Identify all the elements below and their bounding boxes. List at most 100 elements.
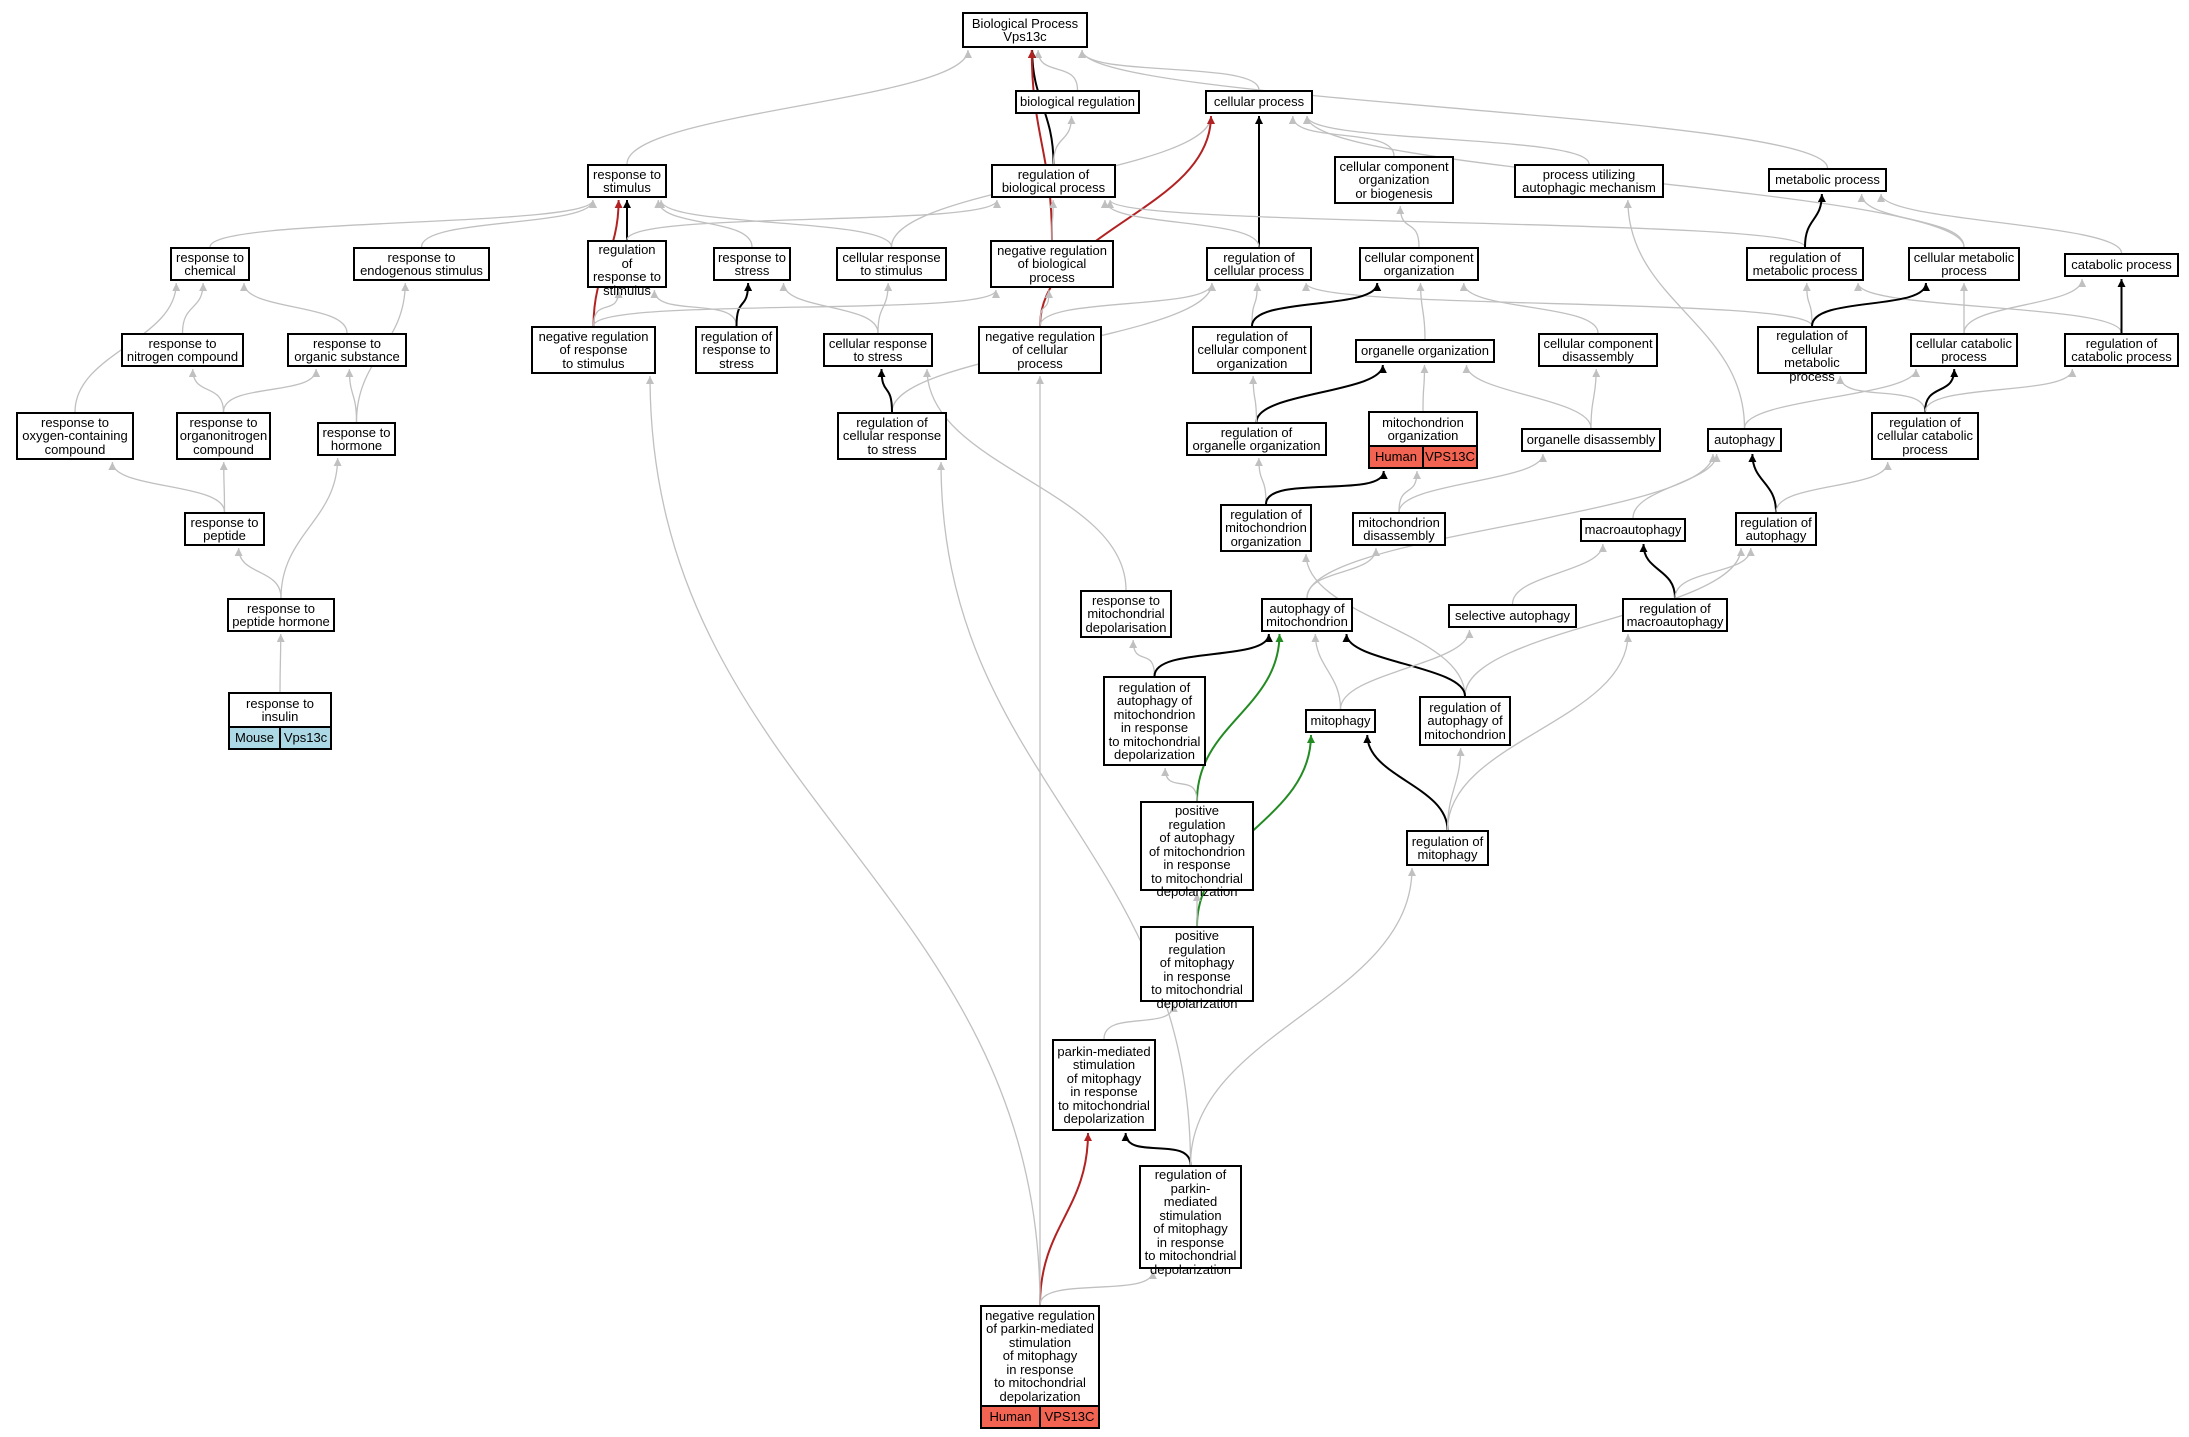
- node-regresp[interactable]: regulation of response to stimulus: [587, 240, 667, 297]
- node-regcellmetab[interactable]: regulation of cellular metabolic process: [1757, 326, 1867, 383]
- node-mitoph[interactable]: mitophagy: [1305, 709, 1376, 733]
- edge-mitoorg-to-orgorg: [1420, 364, 1429, 412]
- node-cco[interactable]: cellular component organization: [1359, 247, 1479, 281]
- edge-regautoph-to-autoph: [1748, 453, 1777, 513]
- edge-negregparkin-to-regparkin: [1039, 1270, 1157, 1306]
- node-ccob[interactable]: cellular component organization or bioge…: [1334, 156, 1454, 204]
- node-regautomitodep[interactable]: regulation of autophagy of mitochondrion…: [1103, 676, 1206, 766]
- node-regautomito[interactable]: regulation of autophagy of mitochondrion: [1419, 696, 1511, 746]
- node-resppep[interactable]: response to peptide: [184, 512, 265, 546]
- node-label: mitochondrion disassembly: [1358, 514, 1440, 543]
- node-respmitodep[interactable]: response to mitochondrial depolarisation: [1080, 590, 1172, 638]
- node-catab[interactable]: catabolic process: [2064, 253, 2179, 277]
- node-regbio[interactable]: regulation of biological process: [991, 164, 1116, 198]
- edge-metab-to-bp: [1078, 49, 1829, 169]
- node-orgdis[interactable]: organelle disassembly: [1521, 428, 1661, 452]
- node-label: cellular process: [1213, 94, 1305, 110]
- edge-negregbio-to-bp: [1027, 49, 1053, 241]
- node-label: regulation of organelle organization: [1192, 424, 1321, 453]
- node-regcellcatab[interactable]: regulation of cellular catabolic process: [1871, 412, 1979, 460]
- node-respoxy[interactable]: response to oxygen-containing compound: [16, 412, 134, 460]
- node-label: regulation of cellular process: [1213, 249, 1305, 278]
- node-respstress[interactable]: response to stress: [713, 247, 791, 281]
- node-cellrespstim[interactable]: cellular response to stimulus: [836, 247, 947, 281]
- node-cellproc[interactable]: cellular process: [1205, 90, 1313, 114]
- node-regcellstress[interactable]: regulation of cellular response to stres…: [837, 412, 947, 460]
- node-posregautomito[interactable]: positive regulation of autophagy of mito…: [1140, 801, 1254, 898]
- node-label: metabolic process: [1775, 172, 1880, 188]
- node-label: regulation of catabolic process: [2071, 335, 2172, 364]
- node-autoph[interactable]: autophagy: [1707, 428, 1782, 452]
- node-resphorm[interactable]: response to hormone: [317, 422, 396, 456]
- node-resporgnitro[interactable]: response to organonitrogen compound: [176, 412, 271, 460]
- node-selauto[interactable]: selective autophagy: [1448, 604, 1577, 628]
- node-respnitro[interactable]: response to nitrogen compound: [121, 333, 244, 367]
- node-label: negative regulation of parkin-mediated s…: [985, 1307, 1095, 1404]
- gene-label: Vps13c: [279, 728, 330, 748]
- node-label: response to mitochondrial depolarisation: [1085, 592, 1167, 635]
- node-label: response to oxygen-containing compound: [22, 414, 128, 457]
- node-negregparkin[interactable]: negative regulation of parkin-mediated s…: [980, 1305, 1100, 1429]
- node-regcco[interactable]: regulation of cellular component organiz…: [1192, 326, 1312, 374]
- node-regmetab[interactable]: regulation of metabolic process: [1746, 247, 1864, 281]
- node-label: mitophagy: [1310, 713, 1371, 729]
- node-regcatab[interactable]: regulation of catabolic process: [2064, 333, 2179, 367]
- node-metab[interactable]: metabolic process: [1768, 168, 1887, 192]
- edge-mitoph-to-automito: [1311, 633, 1342, 710]
- edge-autoph-to-cellcatab: [1743, 368, 1920, 429]
- node-regorgorg[interactable]: regulation of organelle organization: [1186, 422, 1327, 456]
- edge-regresp-to-regbio: [626, 199, 1001, 241]
- node-label: response to hormone: [322, 424, 391, 453]
- node-negregcell[interactable]: negative regulation of cellular process: [978, 326, 1102, 374]
- node-puam[interactable]: process utilizing autophagic mechanism: [1514, 164, 1664, 198]
- edge-orgdis-to-orgorg: [1462, 364, 1592, 429]
- node-bioreg[interactable]: biological regulation: [1015, 90, 1140, 114]
- node-regstress[interactable]: regulation of response to stress: [695, 326, 778, 374]
- node-label: cellular component disassembly: [1543, 335, 1653, 364]
- node-bp[interactable]: Biological Process Vps13c: [962, 12, 1088, 48]
- node-regcell[interactable]: regulation of cellular process: [1206, 247, 1312, 281]
- node-ccd[interactable]: cellular component disassembly: [1538, 333, 1658, 367]
- edge-posregautomito-to-automito: [1196, 633, 1284, 802]
- node-cellmetab[interactable]: cellular metabolic process: [1908, 247, 2020, 281]
- node-label: regulation of cellular response to stres…: [842, 414, 942, 457]
- node-parkin[interactable]: parkin-mediated stimulation of mitophagy…: [1052, 1039, 1156, 1131]
- node-cellstress[interactable]: cellular response to stress: [823, 333, 933, 367]
- node-posregmitoph[interactable]: positive regulation of mitophagy in resp…: [1140, 926, 1254, 1010]
- edge-regcellcatab-to-cellcatab: [1924, 368, 1959, 413]
- node-label: regulation of metabolic process: [1752, 249, 1858, 278]
- node-cellcatab[interactable]: cellular catabolic process: [1910, 333, 2018, 367]
- node-label: Biological Process Vps13c: [971, 15, 1079, 44]
- edge-resppep-to-resporgnitro: [219, 461, 228, 513]
- edge-respstim-to-bp: [626, 49, 972, 165]
- node-negregresp[interactable]: negative regulation of response to stimu…: [531, 326, 656, 374]
- node-macro[interactable]: macroautophagy: [1580, 518, 1686, 542]
- node-regmitoorg[interactable]: regulation of mitochondrion organization: [1220, 504, 1312, 552]
- node-regmitoph[interactable]: regulation of mitophagy: [1406, 830, 1489, 866]
- node-respchem[interactable]: response to chemical: [170, 247, 250, 281]
- node-label: autophagy of mitochondrion: [1266, 600, 1348, 629]
- node-label: regulation of macroautophagy: [1626, 600, 1724, 629]
- node-label: regulation of cellular metabolic process: [1776, 328, 1848, 384]
- edge-regparkin-to-parkin: [1121, 1132, 1192, 1166]
- node-respstim[interactable]: response to stimulus: [587, 164, 667, 198]
- node-regmacro[interactable]: regulation of macroautophagy: [1622, 598, 1728, 632]
- edge-regmitoph-to-regmacro: [1446, 633, 1632, 831]
- node-resppephorm[interactable]: response to peptide hormone: [227, 598, 335, 632]
- node-label: response to peptide hormone: [232, 600, 330, 629]
- node-resporg[interactable]: response to organic substance: [287, 333, 407, 367]
- node-orgorg[interactable]: organelle organization: [1355, 339, 1495, 363]
- node-regparkin[interactable]: regulation of parkin-mediated stimulatio…: [1139, 1165, 1242, 1276]
- node-respendo[interactable]: response to endogenous stimulus: [353, 247, 490, 281]
- node-negregbio[interactable]: negative regulation of biological proces…: [990, 240, 1114, 288]
- edge-regcatab-to-regmetab: [1854, 282, 2123, 334]
- edge-respmitodep-to-cellstress: [923, 368, 1127, 591]
- edge-regcellstress-to-cellstress: [877, 368, 893, 413]
- node-regautoph[interactable]: regulation of autophagy: [1735, 512, 1817, 546]
- node-mitodis[interactable]: mitochondrion disassembly: [1352, 512, 1446, 546]
- edge-ccd-to-cco: [1459, 282, 1599, 334]
- node-automito[interactable]: autophagy of mitochondrion: [1261, 598, 1353, 632]
- edge-negregcell-to-cellproc: [1039, 115, 1215, 327]
